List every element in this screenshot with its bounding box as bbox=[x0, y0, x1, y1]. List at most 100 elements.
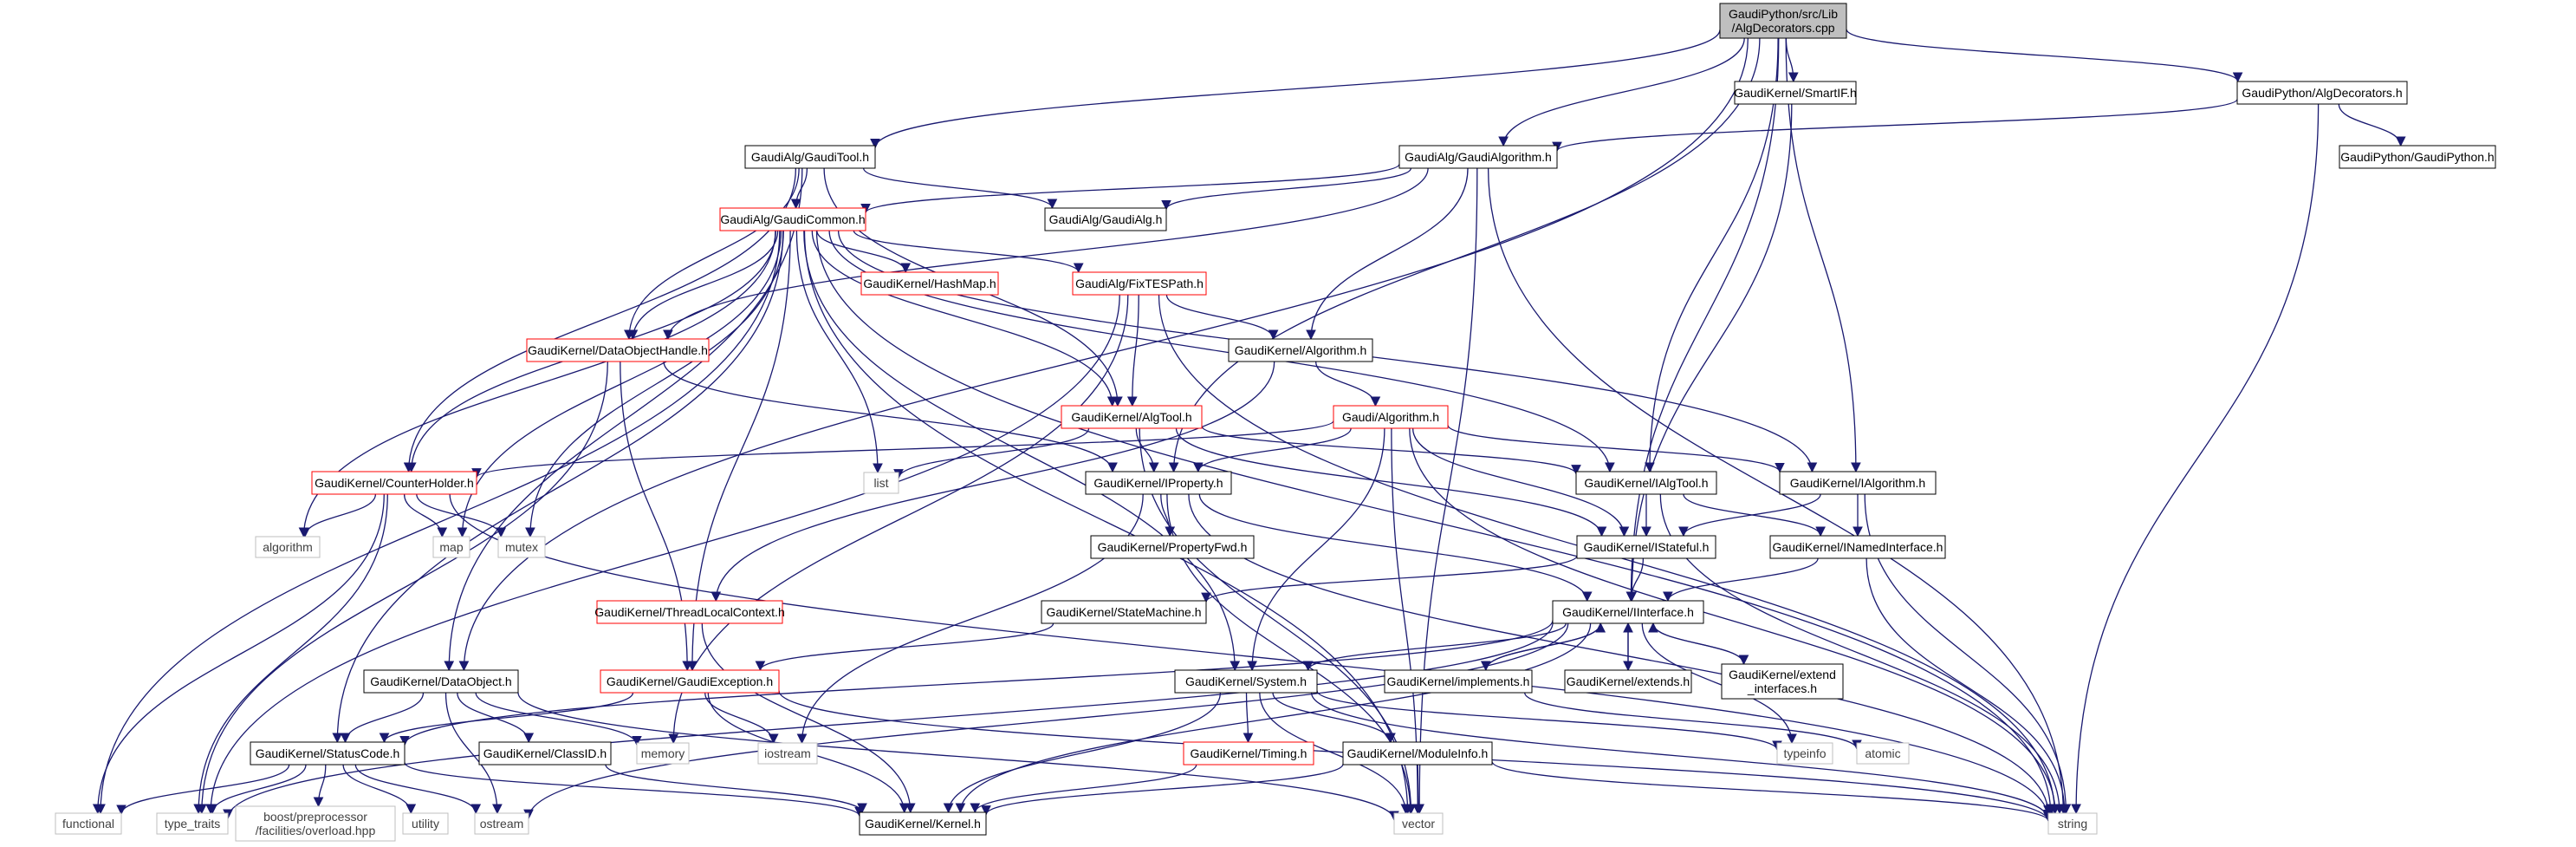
graph-node-hashmap[interactable]: GaudiKernel/HashMap.h bbox=[860, 271, 999, 296]
include-edge-galgorithm-to-counterholder bbox=[471, 420, 1334, 479]
graph-node-propertyfwd[interactable]: GaudiKernel/PropertyFwd.h bbox=[1090, 535, 1255, 559]
graph-node-algdec_h[interactable]: GaudiPython/AlgDecorators.h bbox=[2236, 81, 2408, 105]
include-edge-istateful-to-iinterface bbox=[1625, 557, 1645, 603]
graph-node-threadlocal[interactable]: GaudiKernel/ThreadLocalContext.h bbox=[594, 600, 785, 624]
graph-node-kernel[interactable]: GaudiKernel/Kernel.h bbox=[859, 811, 987, 836]
include-edge-gauditool-to-gaudialg bbox=[862, 167, 1058, 210]
graph-node-iproperty[interactable]: GaudiKernel/IProperty.h bbox=[1085, 471, 1232, 495]
node-box bbox=[2339, 145, 2496, 169]
include-edge-system-to-string bbox=[1310, 692, 2054, 821]
node-box bbox=[757, 742, 818, 765]
node-label: functional bbox=[62, 817, 114, 831]
graph-node-dataobject[interactable]: GaudiKernel/DataObject.h bbox=[363, 669, 519, 694]
graph-node-vector: vector bbox=[1393, 812, 1444, 835]
graph-node-functional: functional bbox=[55, 812, 122, 835]
include-edge-kalgorithm-to-threadlocal bbox=[711, 361, 1275, 603]
graph-node-utility: utility bbox=[402, 812, 449, 835]
graph-node-algtool[interactable]: GaudiKernel/AlgTool.h bbox=[1061, 405, 1203, 429]
include-edge-inamedinterface-to-iinterface bbox=[1663, 557, 1819, 603]
include-edge-statuscode-to-utility bbox=[342, 764, 417, 815]
node-label: atomic bbox=[1865, 746, 1900, 760]
node-layer: GaudiPython/src/Lib/AlgDecorators.cppGau… bbox=[55, 3, 2496, 842]
graph-node-fixtespath[interactable]: GaudiAlg/FixTESPath.h bbox=[1072, 271, 1207, 296]
node-box bbox=[636, 742, 690, 765]
node-label: Gaudi/Algorithm.h bbox=[1342, 410, 1439, 424]
graph-node-gaudipython_h[interactable]: GaudiPython/GaudiPython.h bbox=[2339, 145, 2496, 169]
node-label: GaudiAlg/GaudiAlgorithm.h bbox=[1405, 150, 1552, 164]
graph-node-gaudialg[interactable]: GaudiAlg/GaudiAlg.h bbox=[1044, 207, 1167, 231]
node-label: GaudiAlg/GaudiCommon.h bbox=[720, 212, 865, 226]
include-edge-gaudicommon-to-statuscode bbox=[332, 230, 784, 744]
graph-node-galgorithm[interactable]: Gaudi/Algorithm.h bbox=[1333, 405, 1449, 429]
graph-node-extend_interfaces[interactable]: GaudiKernel/extend_interfaces.h bbox=[1721, 663, 1844, 700]
include-edge-statuscode-to-type_traits bbox=[207, 764, 307, 815]
node-box bbox=[1333, 405, 1449, 429]
graph-node-smartif[interactable]: GaudiKernel/SmartIF.h bbox=[1734, 81, 1857, 105]
include-edge-dataobject-to-memory bbox=[475, 692, 642, 746]
graph-node-statemachine[interactable]: GaudiKernel/StateMachine.h bbox=[1041, 600, 1207, 624]
include-edge-gaudicommon-to-vector bbox=[803, 230, 1413, 815]
graph-node-ialgorithm[interactable]: GaudiKernel/IAlgorithm.h bbox=[1779, 471, 1937, 495]
graph-node-moduleinfo[interactable]: GaudiKernel/ModuleInfo.h bbox=[1342, 741, 1493, 766]
graph-node-istateful[interactable]: GaudiKernel/IStateful.h bbox=[1576, 535, 1716, 559]
graph-node-inamedinterface[interactable]: GaudiKernel/INamedInterface.h bbox=[1769, 535, 1946, 559]
graph-node-kalgorithm[interactable]: GaudiKernel/Algorithm.h bbox=[1228, 338, 1373, 362]
graph-node-implements[interactable]: GaudiKernel/implements.h bbox=[1384, 669, 1533, 694]
node-box bbox=[1776, 742, 1833, 765]
include-edge-root-to-iproperty bbox=[1168, 37, 1761, 473]
include-edge-iproperty-to-iinterface bbox=[1198, 493, 1593, 603]
include-edge-iinterface-to-ostream bbox=[523, 622, 1569, 820]
include-edge-gaudicommon-to-list bbox=[795, 230, 883, 474]
node-box bbox=[744, 145, 876, 169]
graph-node-gaudiexception[interactable]: GaudiKernel/GaudiException.h bbox=[600, 669, 780, 694]
include-edge-dataobject-to-vector bbox=[517, 692, 1399, 822]
include-edge-gaudicommon-to-fixtespath bbox=[853, 230, 1084, 274]
graph-node-counterholder[interactable]: GaudiKernel/CounterHolder.h bbox=[311, 471, 477, 495]
include-edge-fixtespath-to-kalgorithm bbox=[1165, 294, 1279, 341]
graph-node-typeinfo: typeinfo bbox=[1776, 742, 1833, 765]
node-box bbox=[1174, 669, 1318, 694]
node-box bbox=[1072, 271, 1207, 296]
node-label: iostream bbox=[764, 746, 811, 760]
include-edge-threadlocal-to-kernel bbox=[701, 622, 916, 814]
include-edge-counterholder-to-functional bbox=[92, 493, 385, 815]
node-box bbox=[478, 741, 612, 766]
node-label: utility bbox=[412, 817, 439, 831]
include-edge-gaudialgorithm-to-gaudialg bbox=[1161, 167, 1412, 211]
node-label: GaudiPython/AlgDecorators.h bbox=[2242, 86, 2402, 100]
include-edge-dataobjhandle-to-type_traits bbox=[196, 361, 608, 815]
graph-node-gauditool[interactable]: GaudiAlg/GaudiTool.h bbox=[744, 145, 876, 169]
graph-node-dataobjhandle[interactable]: GaudiKernel/DataObjectHandle.h bbox=[526, 338, 710, 362]
node-label: GaudiKernel/System.h bbox=[1185, 674, 1307, 688]
graph-node-statuscode[interactable]: GaudiKernel/StatusCode.h bbox=[250, 741, 406, 766]
node-box bbox=[1769, 535, 1946, 559]
node-box bbox=[2236, 81, 2408, 105]
node-label: map bbox=[439, 540, 463, 554]
graph-node-iostream: iostream bbox=[757, 742, 818, 765]
node-label: GaudiKernel/ModuleInfo.h bbox=[1347, 746, 1489, 760]
graph-node-system[interactable]: GaudiKernel/System.h bbox=[1174, 669, 1318, 694]
include-edge-algdec_h-to-string bbox=[2071, 103, 2320, 815]
node-box bbox=[1384, 669, 1533, 694]
graph-node-iinterface[interactable]: GaudiKernel/IInterface.h bbox=[1552, 600, 1704, 624]
include-edge-root-to-algdec_h bbox=[1846, 29, 2243, 83]
graph-node-timing[interactable]: GaudiKernel/Timing.h bbox=[1183, 741, 1314, 766]
graph-node-memory: memory bbox=[636, 742, 690, 765]
graph-node-gaudialgorithm[interactable]: GaudiAlg/GaudiAlgorithm.h bbox=[1398, 145, 1558, 169]
include-edge-iinterface-to-system bbox=[1302, 622, 1567, 672]
graph-node-extends[interactable]: GaudiKernel/extends.h bbox=[1564, 669, 1692, 694]
graph-node-algorithm_std: algorithm bbox=[255, 536, 321, 558]
graph-node-ialgtool[interactable]: GaudiKernel/IAlgTool.h bbox=[1575, 471, 1717, 495]
include-edge-statuscode-to-functional bbox=[116, 764, 290, 815]
graph-node-gaudicommon[interactable]: GaudiAlg/GaudiCommon.h bbox=[719, 207, 866, 231]
node-label: /facilities/overload.hpp bbox=[256, 824, 376, 837]
include-edge-galgorithm-to-iproperty bbox=[1193, 427, 1352, 473]
include-edge-moduleinfo-to-kernel bbox=[981, 763, 1344, 816]
node-label: GaudiKernel/ClassID.h bbox=[483, 746, 607, 760]
node-box bbox=[1398, 145, 1558, 169]
graph-node-list: list bbox=[863, 472, 899, 494]
node-box bbox=[1044, 207, 1167, 231]
graph-node-classid[interactable]: GaudiKernel/ClassID.h bbox=[478, 741, 612, 766]
include-edge-smartif-to-iinterface bbox=[1626, 103, 1793, 603]
include-edge-system-to-vector bbox=[1259, 692, 1411, 815]
